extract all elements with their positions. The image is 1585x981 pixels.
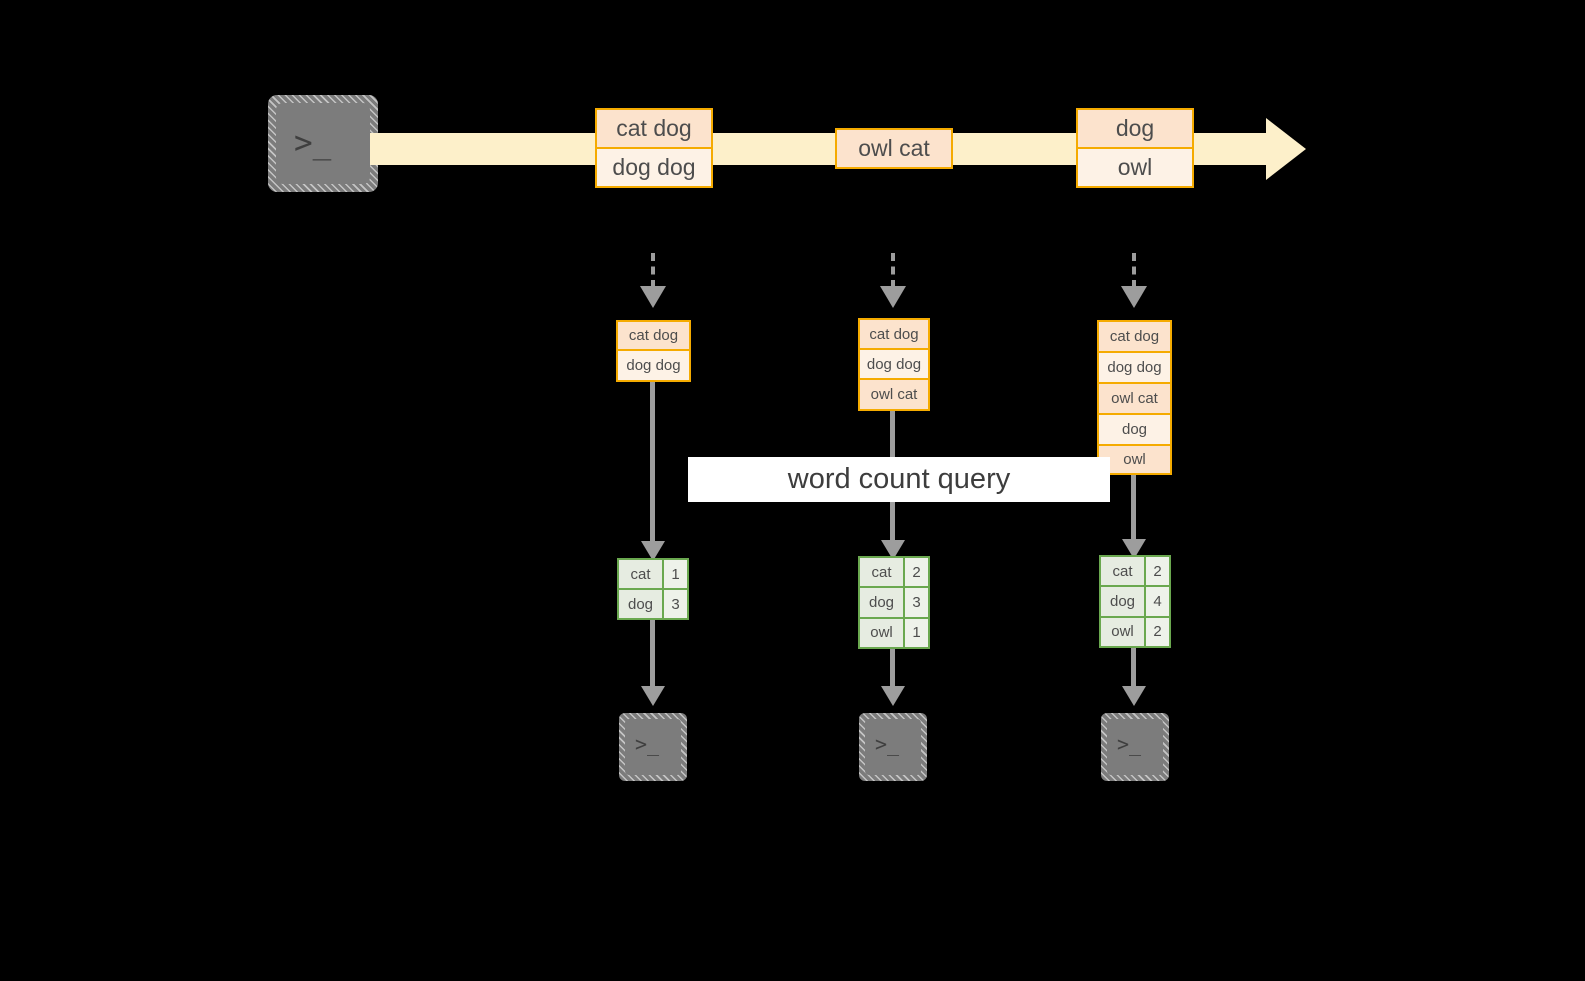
stream-event-label: dog dog xyxy=(612,154,696,180)
table-cell-count: 2 xyxy=(1146,617,1169,646)
table-cell-word: dog xyxy=(1101,587,1146,616)
table-cell-word: owl xyxy=(860,618,905,647)
event-log-row-label: owl cat xyxy=(870,386,918,403)
source-terminal-body xyxy=(276,103,370,184)
table-cell-word: dog xyxy=(619,590,664,618)
log-to-result-shaft-3 xyxy=(1131,475,1136,547)
stream-event-label: cat dog xyxy=(616,115,692,141)
snapshot-3-event-log: cat dog dog dog owl cat dog owl xyxy=(1097,320,1172,475)
table-cell-word: dog xyxy=(860,588,905,617)
stream-event-1-2: dog dog xyxy=(595,147,713,188)
source-terminal-prompt: >_ xyxy=(294,125,332,161)
event-log-row: cat dog xyxy=(618,322,689,351)
table-cell-count: 2 xyxy=(1146,557,1169,586)
event-log-row-label: dog xyxy=(1121,421,1148,438)
stream-event-1-1: cat dog xyxy=(595,108,713,149)
sink-terminal-prompt: >_ xyxy=(635,732,660,756)
stream-to-log-arrowhead-3 xyxy=(1121,286,1147,308)
log-to-result-arrowhead-1 xyxy=(641,541,665,561)
table-cell-word: owl xyxy=(1101,617,1146,646)
log-to-result-arrowhead-3 xyxy=(1122,539,1146,559)
sink-terminal-prompt: >_ xyxy=(1117,732,1142,756)
query-label: word count query xyxy=(688,457,1110,502)
table-cell-count: 4 xyxy=(1146,587,1169,616)
event-log-row: owl xyxy=(1099,446,1170,473)
connector-shaft xyxy=(650,382,655,548)
result-to-sink-arrowhead-3 xyxy=(1122,686,1146,706)
query-label-text: word count query xyxy=(787,463,1011,495)
stream-to-log-arrowhead-2 xyxy=(880,286,906,308)
event-log-row: dog dog xyxy=(1099,353,1170,384)
result-to-sink-shaft-1 xyxy=(650,620,655,692)
stream-to-log-dashed-line-3 xyxy=(1132,253,1136,288)
event-log-row-label: owl cat xyxy=(1111,390,1158,407)
stream-event-label: dog xyxy=(1115,115,1155,141)
event-log-row-label: dog dog xyxy=(1107,359,1162,376)
stream-event-label: owl xyxy=(1117,154,1153,180)
stream-to-log-arrowhead-1 xyxy=(640,286,666,308)
snapshot-1-result-table: cat 1 dog 3 xyxy=(617,558,689,620)
table-cell-count: 3 xyxy=(905,588,928,617)
snapshot-2-sink-terminal-icon: >_ xyxy=(859,713,927,781)
log-to-result-arrowhead-2 xyxy=(881,540,905,560)
table-cell-count: 1 xyxy=(664,560,687,588)
event-stream-arrowhead xyxy=(1266,118,1306,180)
stream-event-2-1: owl cat xyxy=(835,128,953,169)
result-to-sink-arrowhead-1 xyxy=(641,686,665,706)
table-cell-count: 3 xyxy=(664,590,687,618)
event-log-row: cat dog xyxy=(860,320,928,350)
table-cell-count: 2 xyxy=(905,558,928,587)
event-log-row-label: dog dog xyxy=(626,357,681,374)
table-row: owl 1 xyxy=(860,618,928,647)
event-log-row-label: dog dog xyxy=(866,355,922,373)
snapshot-1-event-log: cat dog dog dog xyxy=(616,320,691,382)
event-log-row: owl cat xyxy=(1099,384,1170,415)
event-log-row: dog xyxy=(1099,415,1170,446)
sink-terminal-body xyxy=(865,719,921,775)
stream-event-label: owl cat xyxy=(858,135,930,161)
sink-terminal-prompt: >_ xyxy=(875,732,900,756)
sink-terminal-body xyxy=(625,719,681,775)
table-row: dog 4 xyxy=(1101,587,1169,618)
event-log-row: cat dog xyxy=(1099,322,1170,353)
result-to-sink-arrowhead-2 xyxy=(881,686,905,706)
stream-event-3-1: dog xyxy=(1076,108,1194,149)
table-row: dog 3 xyxy=(860,588,928,619)
event-log-row: dog dog xyxy=(618,351,689,380)
event-log-row-label: cat dog xyxy=(628,327,679,344)
event-log-row: dog dog xyxy=(860,350,928,380)
table-row: dog 3 xyxy=(619,590,687,618)
stream-to-log-dashed-line-1 xyxy=(651,253,655,288)
stream-to-log-dashed-line-2 xyxy=(891,253,895,288)
snapshot-2-result-table: cat 2 dog 3 owl 1 xyxy=(858,556,930,649)
table-row: cat 2 xyxy=(1101,557,1169,588)
snapshot-2-event-log: cat dog dog dog owl cat xyxy=(858,318,930,411)
snapshot-1-sink-terminal-icon: >_ xyxy=(619,713,687,781)
event-log-row-label: cat dog xyxy=(1109,328,1160,345)
table-cell-word: cat xyxy=(619,560,664,588)
table-cell-word: cat xyxy=(1101,557,1146,586)
result-to-sink-shaft-2 xyxy=(890,649,895,692)
snapshot-3-result-table: cat 2 dog 4 owl 2 xyxy=(1099,555,1171,648)
event-log-row: owl cat xyxy=(860,380,928,409)
sink-terminal-body xyxy=(1107,719,1163,775)
table-cell-word: cat xyxy=(860,558,905,587)
table-cell-count: 1 xyxy=(905,618,928,647)
table-row: cat 2 xyxy=(860,558,928,589)
snapshot-3-sink-terminal-icon: >_ xyxy=(1101,713,1169,781)
table-row: cat 1 xyxy=(619,560,687,590)
stream-event-3-2: owl xyxy=(1076,147,1194,188)
source-terminal-icon: >_ xyxy=(268,95,378,192)
result-to-sink-shaft-3 xyxy=(1131,648,1136,692)
event-log-row-label: owl xyxy=(1123,451,1146,468)
event-log-row-label: cat dog xyxy=(869,325,919,343)
table-row: owl 2 xyxy=(1101,617,1169,646)
